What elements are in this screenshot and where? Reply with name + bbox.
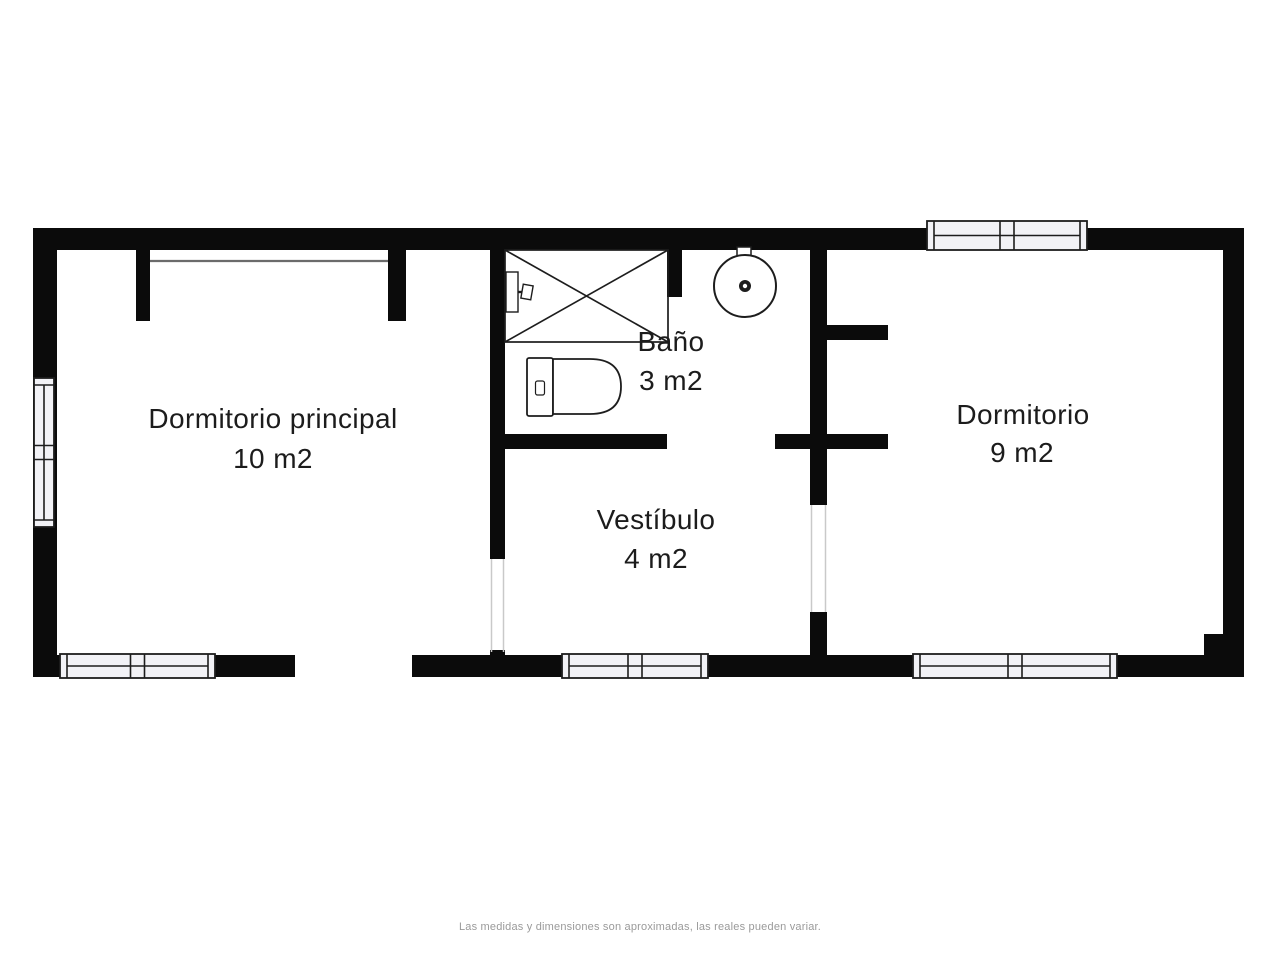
door-vestibulo-dormitorio bbox=[810, 505, 827, 612]
sink-icon bbox=[713, 246, 777, 318]
window-left-wall bbox=[33, 377, 55, 528]
wall-principal-right-stub bbox=[490, 650, 505, 657]
wall-bottom-seg2 bbox=[412, 655, 562, 677]
interior-walls bbox=[136, 228, 888, 657]
room-label-dormitorio: Dormitorio bbox=[956, 399, 1089, 430]
wall-bottom-seg4 bbox=[1117, 655, 1244, 677]
disclaimer-text: Las medidas y dimensiones son aproximada… bbox=[458, 921, 822, 933]
exterior-walls bbox=[33, 228, 1244, 677]
toilet-icon bbox=[526, 357, 622, 417]
door-principal-vestibulo bbox=[490, 559, 505, 652]
wall-shower-stub bbox=[667, 250, 682, 297]
room-area-dormitorio-principal: 10 m2 bbox=[233, 443, 313, 474]
room-label-vestibulo: Vestíbulo bbox=[597, 504, 716, 535]
room-label-dormitorio-principal: Dormitorio principal bbox=[148, 403, 397, 434]
bathroom-fixtures bbox=[504, 246, 777, 417]
window-bottom-right bbox=[912, 653, 1118, 679]
shower-knob bbox=[520, 283, 534, 301]
windows bbox=[33, 220, 1118, 679]
wall-principal-right-upper bbox=[490, 228, 505, 559]
wall-dormitorio-left-lower bbox=[810, 612, 827, 657]
wall-right bbox=[1223, 228, 1244, 677]
wall-niche-top bbox=[827, 325, 888, 340]
shower-valve bbox=[505, 271, 519, 313]
wall-niche-bottom bbox=[775, 434, 888, 449]
wall-corner-step bbox=[1204, 634, 1223, 655]
toilet-bowl bbox=[552, 358, 622, 415]
wall-dormitorio-left-upper bbox=[810, 228, 827, 505]
wall-closet-stub-left bbox=[136, 250, 150, 321]
wall-bano-south bbox=[505, 434, 667, 449]
room-label-bano: Baño bbox=[638, 326, 705, 357]
room-area-dormitorio: 9 m2 bbox=[990, 437, 1054, 468]
window-top-wall bbox=[926, 220, 1088, 251]
door-openings bbox=[490, 505, 827, 652]
shower-icon bbox=[504, 249, 669, 343]
room-labels: Dormitorio principal 10 m2 Baño 3 m2 Ves… bbox=[148, 326, 1089, 574]
room-area-bano: 3 m2 bbox=[639, 365, 703, 396]
window-bottom-middle bbox=[561, 653, 709, 679]
room-area-vestibulo: 4 m2 bbox=[624, 543, 688, 574]
wall-closet-stub-right bbox=[388, 250, 406, 321]
sink-drain-hole bbox=[742, 283, 748, 289]
toilet-button bbox=[534, 380, 546, 396]
wall-bottom-seg3 bbox=[708, 655, 913, 677]
window-bottom-left bbox=[59, 653, 216, 679]
